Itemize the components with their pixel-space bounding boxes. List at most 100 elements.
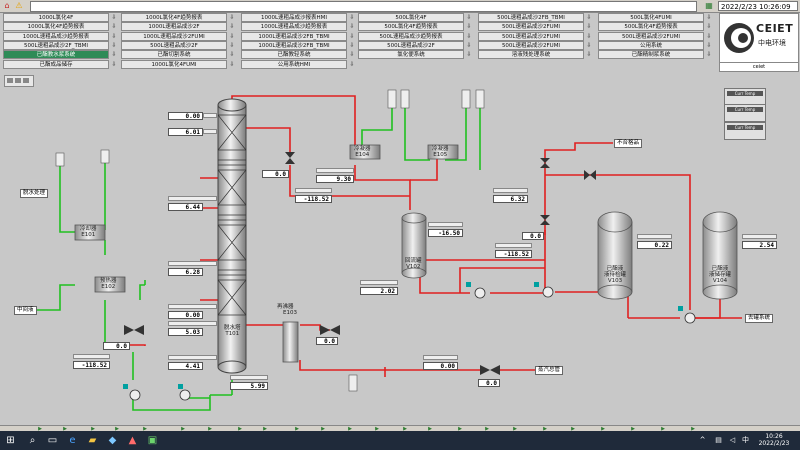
toolbar-play-icon[interactable]: ▶ xyxy=(571,426,575,432)
toolbar-play-icon[interactable]: ▶ xyxy=(208,426,212,432)
nav-button[interactable]: 500L速粗品成沙趋势报表 xyxy=(358,31,464,41)
nav-arrow-icon[interactable]: ⇩ xyxy=(586,14,592,21)
toolbar-play-icon[interactable]: ▶ xyxy=(485,426,489,432)
nav-arrow-icon[interactable]: ⇩ xyxy=(229,23,235,31)
nav-button[interactable]: 500L速粗品成沙2FB_TBMI xyxy=(478,13,584,22)
nav-arrow-icon[interactable]: ⇩ xyxy=(706,14,712,21)
nav-arrow-icon[interactable]: ⇩ xyxy=(586,23,592,31)
nav-button[interactable]: 1000L氯化4F xyxy=(3,13,109,22)
toolbar-play-icon[interactable]: ▶ xyxy=(321,426,325,432)
nav-arrow-icon[interactable]: ⇩ xyxy=(229,32,235,40)
taskbar-clock[interactable]: 10:26 2022/2/23 xyxy=(752,433,796,447)
toolbar-play-icon[interactable]: ▶ xyxy=(691,426,695,432)
toolbar-play-icon[interactable]: ▶ xyxy=(631,426,635,432)
nav-arrow-icon[interactable]: ⇩ xyxy=(111,41,117,49)
nav-arrow-icon[interactable]: ⇩ xyxy=(706,41,712,49)
search-icon[interactable]: ⌕ xyxy=(29,435,36,446)
toolbar-play-icon[interactable]: ▶ xyxy=(513,426,517,432)
nav-arrow-icon[interactable]: ⇩ xyxy=(706,51,712,59)
nav-button[interactable]: 1000L速粗品成沙趋势报表 xyxy=(3,31,109,41)
nav-arrow-icon[interactable]: ⇩ xyxy=(349,41,355,49)
nav-button[interactable]: 1000L速粗品成沙2FB_TBMI xyxy=(241,31,347,41)
nav-arrow-icon[interactable]: ⇩ xyxy=(466,41,472,49)
nav-arrow-icon[interactable]: ⇩ xyxy=(349,14,355,21)
toolbar-play-icon[interactable]: ▶ xyxy=(295,426,299,432)
alarm-icon[interactable]: ⚠ xyxy=(15,1,23,10)
nav-button[interactable]: 1000L氯化4F趋势报表 xyxy=(121,13,227,22)
tray-arrow-icon[interactable]: ^ xyxy=(699,436,706,444)
nav-button[interactable]: 500L速粗品成沙2FUMI xyxy=(478,22,584,32)
nav-arrow-icon[interactable]: ⇩ xyxy=(586,41,592,49)
nav-button[interactable]: 1000L速粗品成沙2F xyxy=(121,22,227,32)
nav-button[interactable]: 500L氯化4F xyxy=(358,13,464,22)
toolbar-play-icon[interactable]: ▶ xyxy=(458,426,462,432)
nav-button[interactable]: 500L氯化4F趋势报表 xyxy=(358,22,464,32)
network-icon[interactable]: ▤ xyxy=(715,436,722,444)
nav-arrow-icon[interactable]: ⇩ xyxy=(466,32,472,40)
ime-icon[interactable]: 中 xyxy=(742,436,749,444)
nav-button[interactable]: 500L速粗品成沙2FUMI xyxy=(478,40,584,50)
nav-button[interactable]: 已酯切割系统 xyxy=(121,50,227,60)
browser-icon[interactable]: e xyxy=(69,435,76,446)
nav-arrow-icon[interactable]: ⇩ xyxy=(111,23,117,31)
app-icon[interactable]: ▲ xyxy=(128,435,137,446)
nav-button[interactable]: 公用系统 xyxy=(598,40,704,50)
nav-button[interactable]: 500L速粗品成沙2FUMI xyxy=(598,31,704,41)
nav-arrow-icon[interactable]: ⇩ xyxy=(229,60,235,68)
nav-arrow-icon[interactable]: ⇩ xyxy=(349,32,355,40)
toolbar-play-icon[interactable]: ▶ xyxy=(115,426,119,432)
app-icon[interactable]: ◆ xyxy=(108,435,117,446)
nav-button[interactable]: 已酯成品储存 xyxy=(3,59,109,69)
toolbar-play-icon[interactable]: ▶ xyxy=(91,426,95,432)
nav-arrow-icon[interactable]: ⇩ xyxy=(229,51,235,59)
nav-button[interactable]: 500L氯化4F趋势报表 xyxy=(598,22,704,32)
nav-arrow-icon[interactable]: ⇩ xyxy=(111,14,117,21)
folder-icon[interactable]: ▰ xyxy=(88,435,97,446)
nav-arrow-icon[interactable]: ⇩ xyxy=(586,51,592,59)
nav-button[interactable]: 1000L氯化4F趋势报表 xyxy=(3,22,109,32)
toolbar-play-icon[interactable]: ▶ xyxy=(375,426,379,432)
nav-button[interactable]: 已酯精制浆系统 xyxy=(598,50,704,60)
home-icon[interactable]: ⌂ xyxy=(4,1,10,10)
nav-button[interactable]: 溶液残处理系统 xyxy=(478,50,584,60)
toolbar-play-icon[interactable]: ▶ xyxy=(63,426,67,432)
toolbar-play-icon[interactable]: ▶ xyxy=(238,426,242,432)
nav-button[interactable]: 1000L氯化4FUMI xyxy=(121,59,227,69)
nav-arrow-icon[interactable]: ⇩ xyxy=(349,60,355,68)
toolbar-play-icon[interactable]: ▶ xyxy=(543,426,547,432)
toolbar-play-icon[interactable]: ▶ xyxy=(428,426,432,432)
toolbar-play-icon[interactable]: ▶ xyxy=(143,426,147,432)
nav-arrow-icon[interactable]: ⇩ xyxy=(466,14,472,21)
nav-arrow-icon[interactable]: ⇩ xyxy=(586,32,592,40)
nav-button[interactable]: 已酯教轻系统 xyxy=(241,50,347,60)
nav-arrow-icon[interactable]: ⇩ xyxy=(349,51,355,59)
toolbar-play-icon[interactable]: ▶ xyxy=(348,426,352,432)
nav-arrow-icon[interactable]: ⇩ xyxy=(229,41,235,49)
nav-button[interactable]: 已酯教水浆系统 xyxy=(3,50,109,60)
nav-button[interactable]: 500L速粗品成沙2F xyxy=(121,40,227,50)
nav-arrow-icon[interactable]: ⇩ xyxy=(229,14,235,21)
nav-button[interactable]: 1000L速粗品成沙2FUMI xyxy=(121,31,227,41)
nav-arrow-icon[interactable]: ⇩ xyxy=(349,23,355,31)
nav-button[interactable]: 1000L速粗品成沙2FB_TBMI xyxy=(241,40,347,50)
nav-button[interactable]: 500L速粗品成沙2FUMI xyxy=(478,31,584,41)
nav-button[interactable]: 500L氯化4FUMI xyxy=(598,13,704,22)
toolbar-play-icon[interactable]: ▶ xyxy=(403,426,407,432)
start-icon[interactable]: ⊞ xyxy=(6,435,15,446)
nav-arrow-icon[interactable]: ⇩ xyxy=(111,51,117,59)
toolbar-play-icon[interactable]: ▶ xyxy=(263,426,267,432)
nav-button[interactable]: 500L速粗品成沙2F_TBMI xyxy=(3,40,109,50)
nav-arrow-icon[interactable]: ⇩ xyxy=(706,32,712,40)
nav-arrow-icon[interactable]: ⇩ xyxy=(466,23,472,31)
nav-button[interactable]: 1000L速粗品成沙报表HMI xyxy=(241,13,347,22)
nav-arrow-icon[interactable]: ⇩ xyxy=(466,51,472,59)
nav-arrow-icon[interactable]: ⇩ xyxy=(111,60,117,68)
nav-button[interactable]: 500L速粗品成沙2F xyxy=(358,40,464,50)
nav-arrow-icon[interactable]: ⇩ xyxy=(111,32,117,40)
toolbar-play-icon[interactable]: ▶ xyxy=(181,426,185,432)
app-icon[interactable]: ▣ xyxy=(147,435,158,446)
nav-arrow-icon[interactable]: ⇩ xyxy=(706,23,712,31)
nav-button[interactable]: 公用系统HMI xyxy=(241,59,347,69)
task-view-icon[interactable]: ▭ xyxy=(47,435,58,446)
toolbar-play-icon[interactable]: ▶ xyxy=(601,426,605,432)
